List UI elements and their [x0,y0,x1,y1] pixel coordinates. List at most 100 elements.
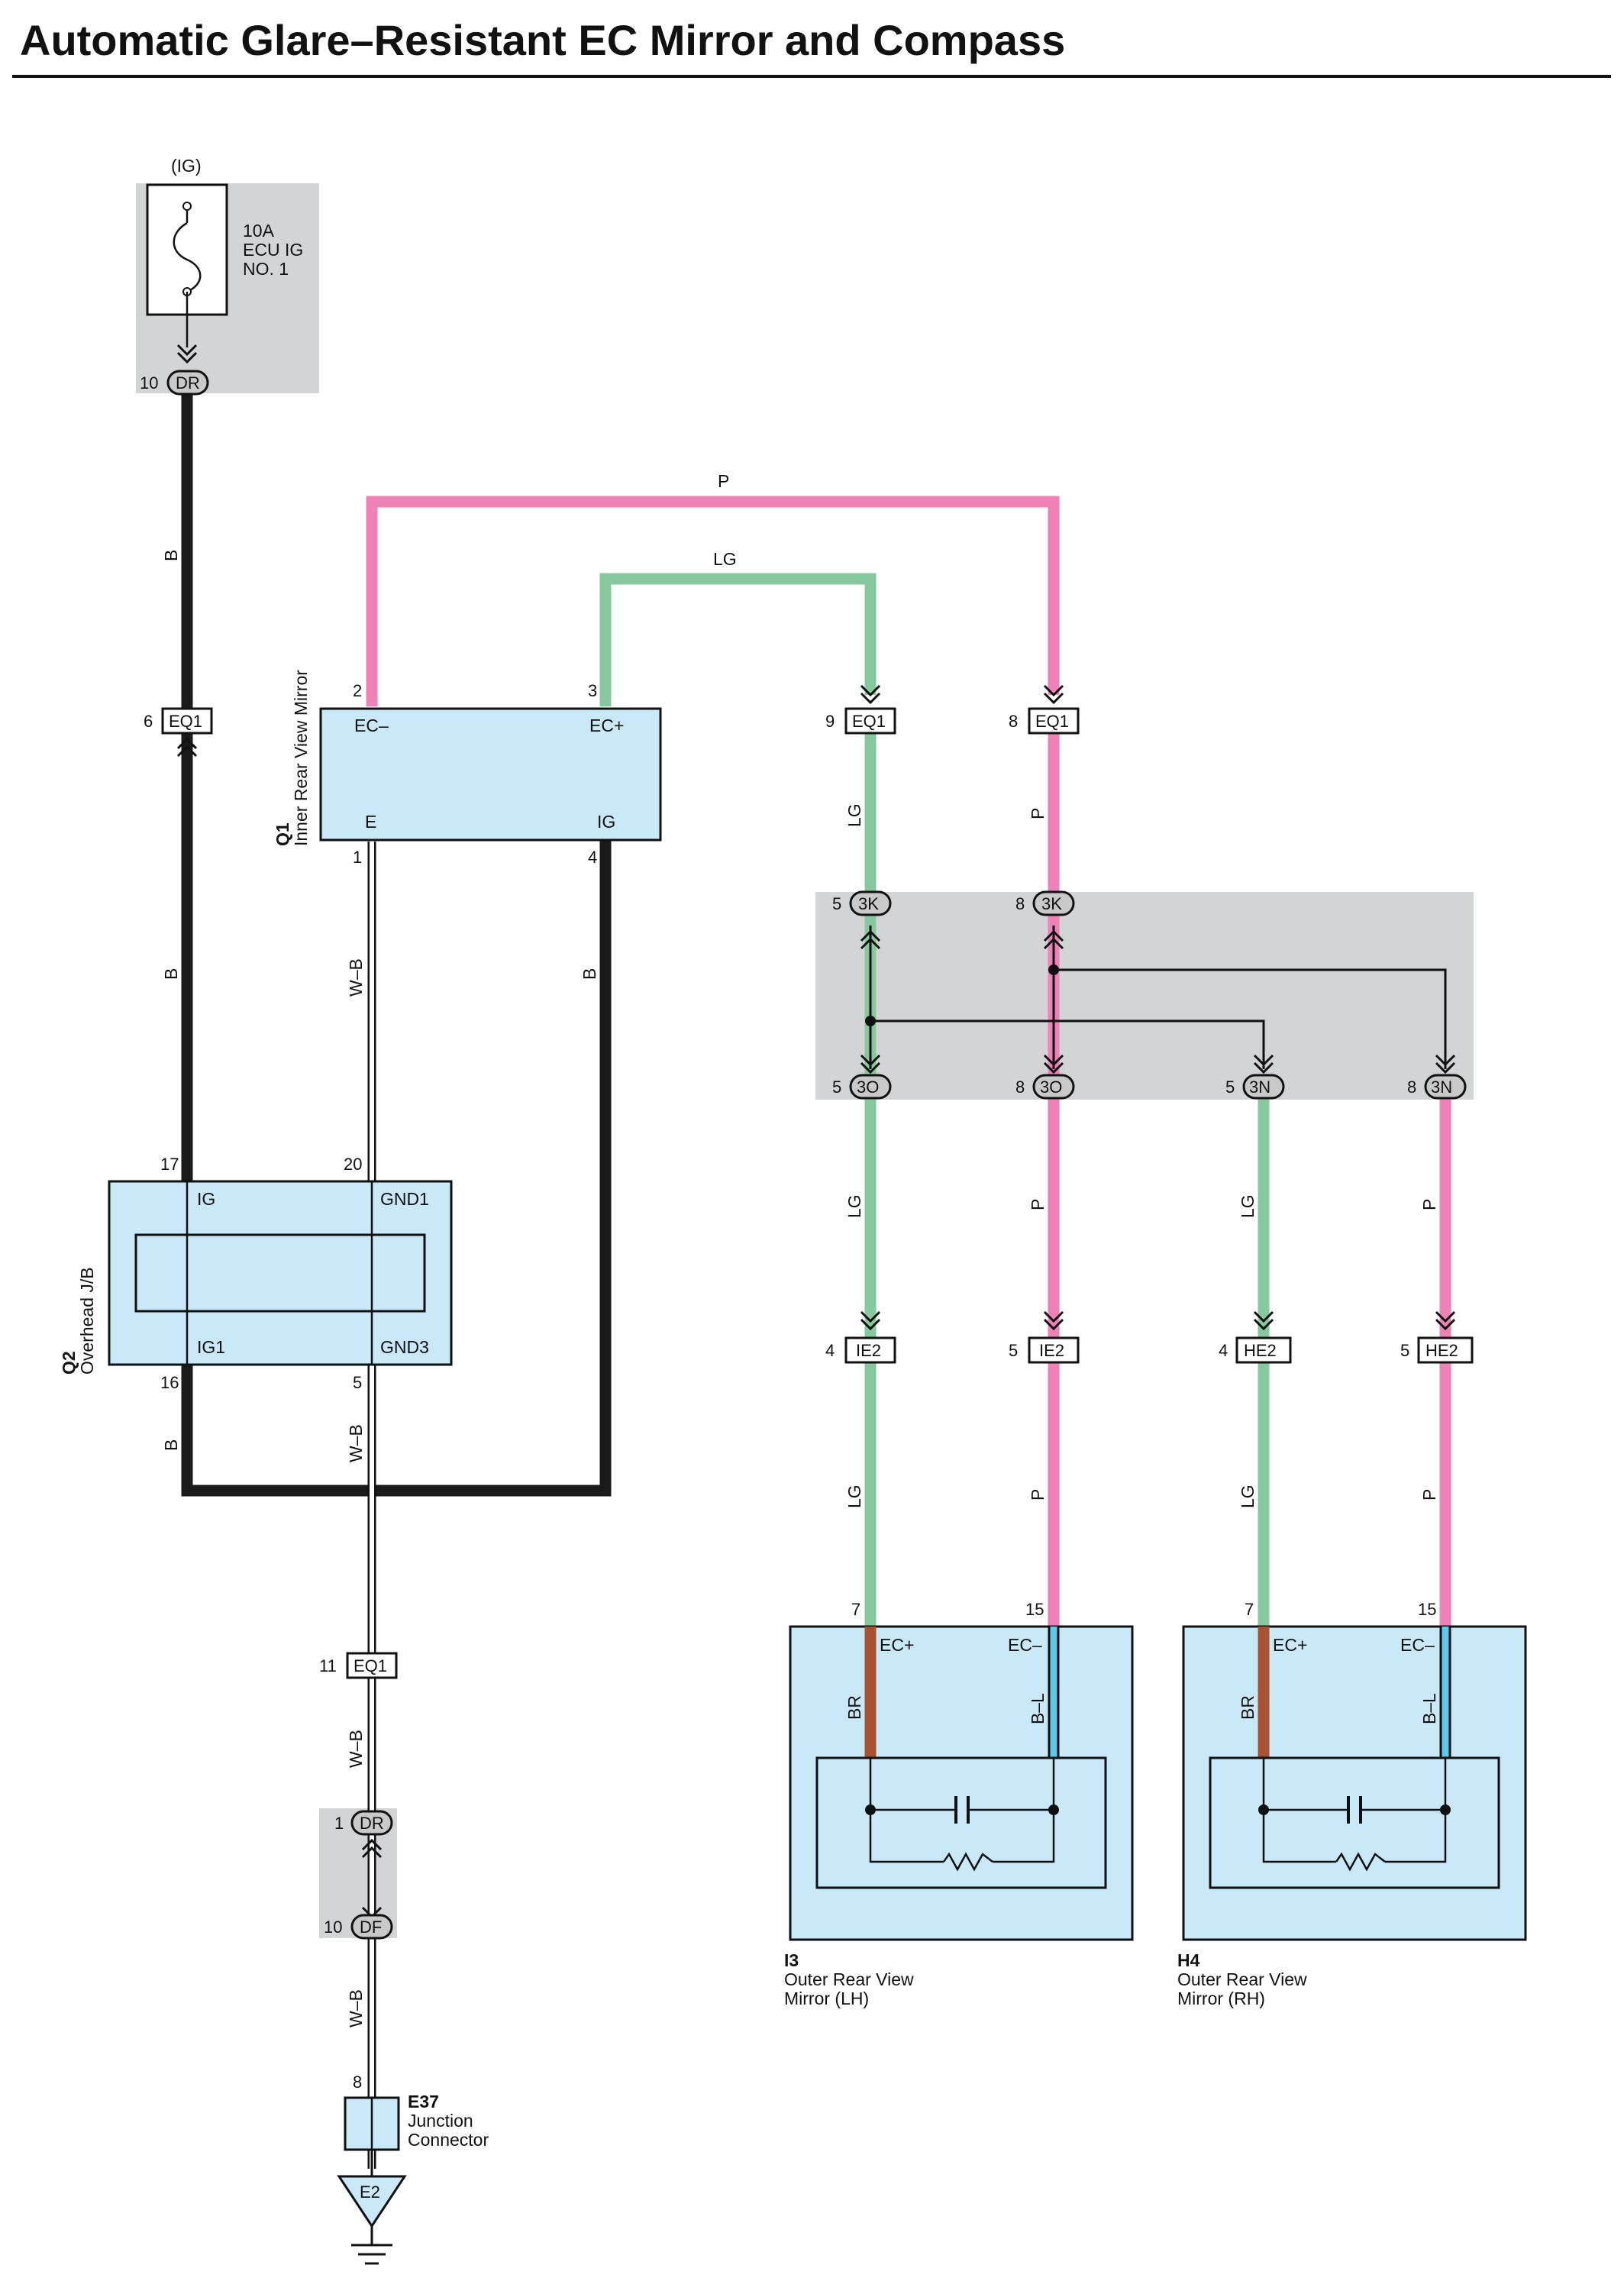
inner-mirror-code: Q1 [273,822,292,846]
overhead-jb-term-gnd3: GND3 [380,1337,429,1357]
connector-dr-top-pin: 10 [140,373,158,393]
inner-mirror-name: Inner Rear View Mirror [291,670,311,846]
wire-label: B [161,968,181,980]
junction-pin: 8 [353,2073,362,2092]
fuse-name-line1: ECU IG [243,240,303,260]
ground-name: E2 [360,2182,380,2202]
connector-eq1-c [1028,707,1080,735]
outer-mirror-rh-name-line1: Outer Rear View [1177,1969,1307,1989]
wire-label: BR [1238,1695,1258,1720]
jb-junction-dot-2 [1048,964,1059,975]
connector-dr-bottom-name: DR [360,1814,384,1833]
connector-eq1-b-pin: 9 [825,712,835,731]
resistor-icon [1335,1852,1386,1872]
inner-mirror-term-ec-plus: EC+ [589,716,624,735]
connector-3n-a-name: 3N [1249,1077,1270,1097]
wire-label: B [161,550,181,561]
outer-mirror-rh-code: H4 [1177,1950,1200,1970]
connector-he2-b [1417,1336,1474,1364]
connector-eq1-a-name: EQ1 [169,712,202,731]
chevron-down-icon [1435,1310,1456,1331]
connector-dr-top-name: DR [176,373,200,393]
connector-df [350,1914,393,1940]
connector-he2-b-name: HE2 [1425,1341,1458,1360]
connector-dr-bottom-pin: 1 [334,1814,344,1833]
connector-eq1-a-pin: 6 [144,712,153,731]
connector-eq1-c-pin: 8 [1009,712,1018,731]
outer-mirror-lh-dot-r [1048,1804,1059,1815]
outer-mirror-rh-name-line2: Mirror (RH) [1177,1989,1265,2008]
inner-mirror-box [319,707,662,842]
connector-ie2-a [844,1336,896,1364]
wire-label: LG [844,1194,864,1218]
junction-name-line2: Connector [408,2130,489,2150]
fuse-element-icon [173,221,202,293]
chevron-up-icon [1043,929,1064,950]
outer-mirror-lh-pin-ec-minus: 15 [1025,1600,1044,1619]
connector-3n-a-pin: 5 [1225,1077,1235,1097]
jb-line-h2 [1054,968,1447,1069]
wire-label: B [580,968,599,980]
wire-label: P [718,471,729,491]
chevron-down-icon [1043,1054,1064,1074]
wire-label: P [1028,1489,1048,1501]
outer-mirror-rh-term-ec-minus: EC– [1400,1635,1435,1655]
chevron-down-icon [1043,684,1064,705]
chevron-down-icon [860,1310,881,1331]
connector-eq1-c-name: EQ1 [1035,712,1069,731]
connector-eq1-b-name: EQ1 [852,712,886,731]
outer-mirror-rh-term-ec-plus: EC+ [1273,1635,1307,1655]
outer-mirror-lh-pin-ec-plus: 7 [851,1600,860,1619]
overhead-jb-pin-ig: 17 [160,1155,179,1174]
wire-label: B–L [1419,1693,1439,1724]
page-title: Automatic Glare–Resistant EC Mirror and … [20,16,1065,64]
overhead-jb-name: Overhead J/B [77,1267,97,1375]
connector-he2-a-name: HE2 [1244,1341,1277,1360]
jb-junction-dot-1 [865,1016,876,1026]
outer-mirror-rh-pin-ec-minus: 15 [1418,1600,1436,1619]
wire-label: B [161,1439,181,1451]
inner-mirror-pin-e: 1 [353,848,362,867]
outer-mirror-lh-term-ec-plus: EC+ [880,1635,914,1655]
connector-df-pin: 10 [324,1918,342,1937]
wire-label: W–B [346,1730,366,1768]
overhead-jb-code: Q2 [59,1351,79,1375]
chevron-down-icon [1253,1310,1274,1331]
wire-label: LG [1238,1485,1258,1508]
wire-label: LG [713,549,737,569]
outer-mirror-lh-code: I3 [784,1950,799,1970]
connector-3o-a-pin: 5 [832,1077,841,1097]
connector-dr-bottom [350,1810,393,1836]
connector-ie2-b [1028,1336,1080,1364]
wire-label: P [1419,1199,1439,1210]
junction-block-3k-area [815,892,1474,1100]
outer-mirror-lh-name-line1: Outer Rear View [784,1969,914,1989]
resistor-icon [942,1852,993,1872]
connector-ie2-b-name: IE2 [1039,1341,1064,1360]
inner-mirror-term-ec-minus: EC– [354,716,389,735]
jb-line-h1 [870,1019,1265,1069]
connector-eq1-d-name: EQ1 [354,1656,387,1675]
wire-label: P [1028,1199,1048,1210]
outer-mirror-rh-pin-ec-plus: 7 [1245,1600,1254,1619]
wire-label: P [1419,1489,1439,1501]
wire-label: W–B [346,958,366,997]
connector-eq1-a [161,707,213,735]
connector-3n-b-pin: 8 [1407,1077,1416,1097]
outer-mirror-rh-dot-r [1440,1804,1451,1815]
connector-3k-a-name: 3K [858,894,879,913]
fuse-name-line2: NO. 1 [243,259,289,279]
connector-ie2-b-pin: 5 [1009,1341,1018,1360]
connector-3k-a [849,890,892,916]
inner-mirror-pin-ec-plus: 3 [588,681,597,700]
wire-lg-top [599,573,877,706]
chevron-down-icon [1043,1310,1064,1331]
wire-b-bottom-loop [181,840,612,1497]
wire-label: W–B [346,1424,366,1462]
connector-3o-b-pin: 8 [1015,1077,1025,1097]
connector-eq1-d-pin: 11 [319,1656,337,1675]
connector-3o-a [849,1074,892,1100]
wire-label: BR [844,1695,864,1720]
chevron-up-icon [176,737,198,758]
wire-label: B–L [1028,1693,1048,1724]
